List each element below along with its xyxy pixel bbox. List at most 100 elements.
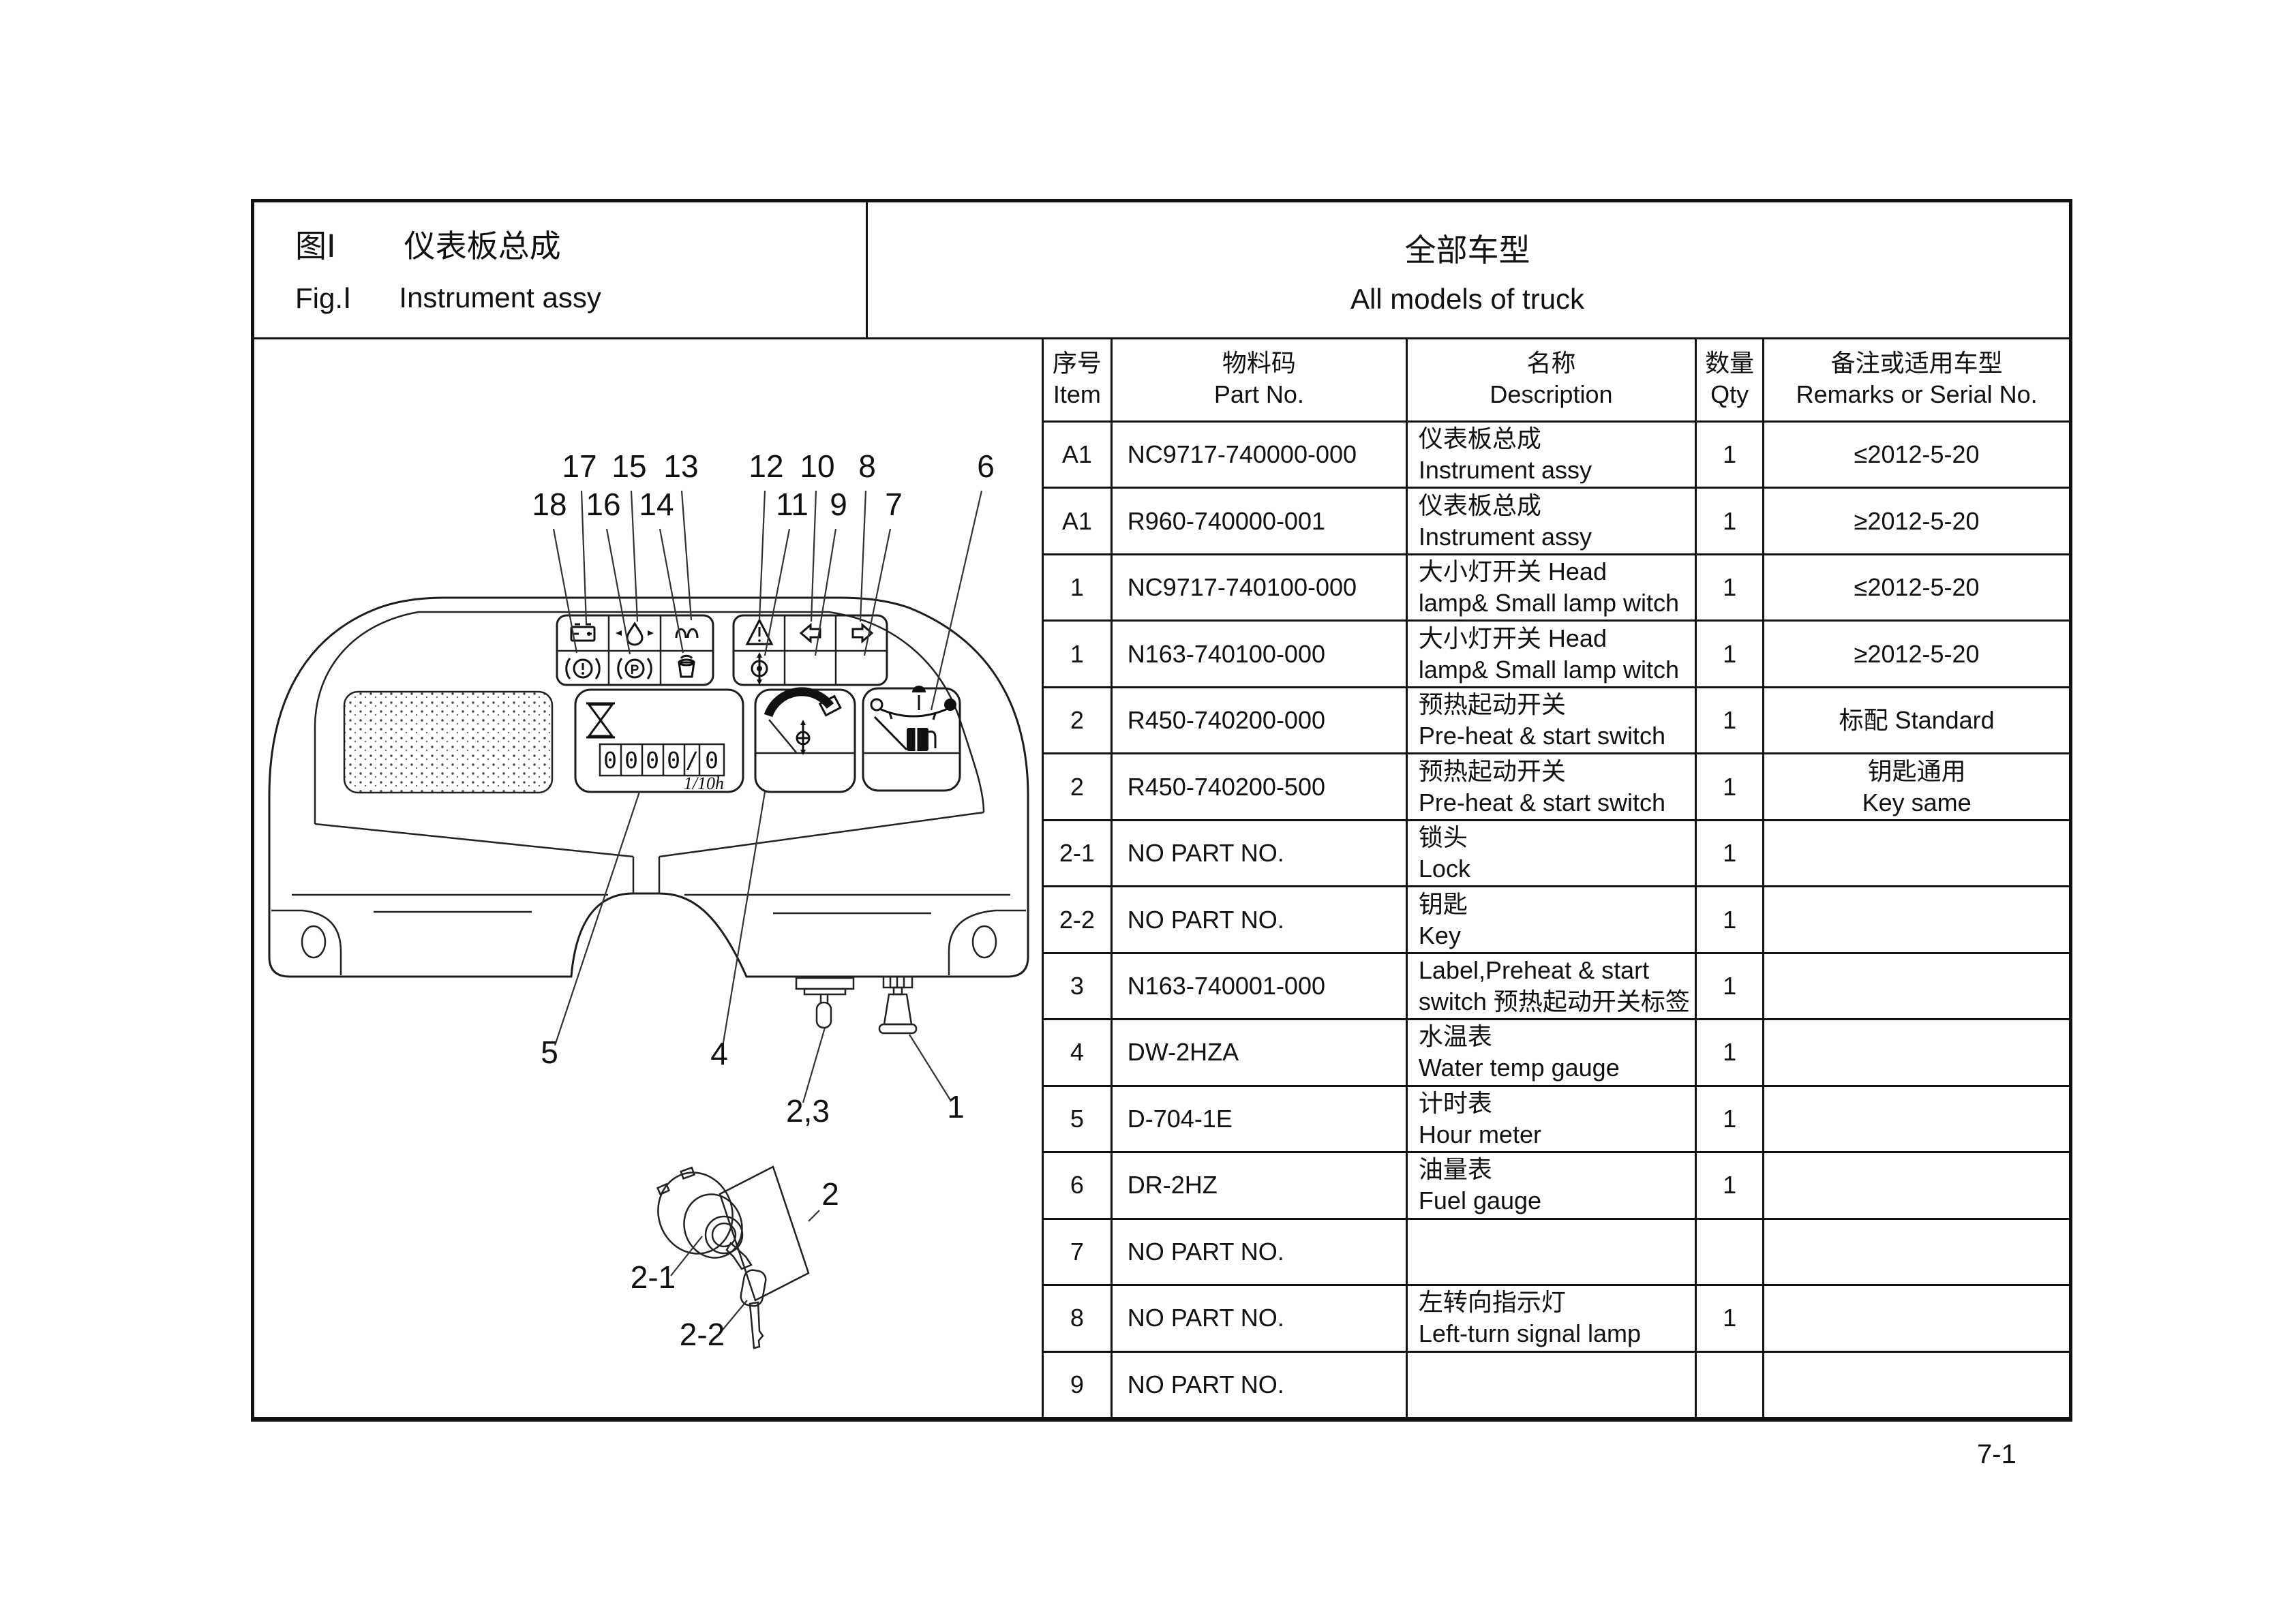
preheat-start-switch	[795, 977, 855, 1029]
lock-detail	[656, 1165, 810, 1349]
lock-cylinder	[656, 1166, 753, 1270]
fig-title-cn: 仪表板总成	[404, 229, 561, 264]
thermometer-icon	[796, 720, 811, 755]
table-cell: 2-1	[1044, 821, 1113, 886]
callout-13: 13	[663, 448, 698, 484]
table-cell: R960-740000-001	[1113, 489, 1408, 553]
leader-line	[859, 490, 867, 622]
leader-line	[909, 1034, 951, 1101]
table-cell: 5	[1044, 1086, 1113, 1152]
model-en: All models of truck	[1350, 283, 1585, 315]
leader-line	[802, 1027, 826, 1103]
callout-16: 16	[586, 487, 620, 522]
table-cell: ≥2012-5-20	[1854, 506, 1980, 535]
fuel-gauge	[862, 686, 961, 792]
head-lamp-switch	[878, 975, 918, 1035]
header-divider	[866, 202, 868, 337]
leader-line	[630, 490, 639, 622]
table-cell: 2-2	[1044, 887, 1113, 952]
fig-label-en: Fig.Ⅰ	[295, 282, 352, 314]
header-separator	[254, 337, 2069, 339]
fig-title-en: Instrument assy	[399, 281, 601, 313]
table-cell	[1764, 1286, 2069, 1350]
callout-9: 9	[830, 487, 847, 522]
table-cell	[1408, 1352, 1697, 1418]
table-cell	[1764, 1153, 2069, 1217]
callout-10: 10	[800, 448, 834, 484]
water-separator-icon	[751, 652, 768, 685]
table-cell: 4	[1044, 1020, 1113, 1085]
callout-17: 17	[562, 448, 596, 484]
callout-4: 4	[710, 1036, 728, 1071]
callout-2-1: 2-1	[631, 1259, 676, 1295]
table-cell: N163-740100-000	[1113, 622, 1408, 686]
callout-2: 2	[821, 1176, 839, 1212]
table-cell	[1764, 1020, 2069, 1084]
table-cell: A1	[1044, 489, 1113, 553]
table-cell	[1697, 1352, 1765, 1418]
leader-line	[719, 1300, 748, 1334]
hour-digit: 0	[624, 747, 638, 774]
table-cell: 1	[1697, 1286, 1765, 1351]
table-cell: ≤2012-5-20	[1854, 440, 1980, 469]
mounting-tabs	[271, 909, 1026, 975]
indicator-group-right	[732, 614, 888, 686]
panel-face-bottom	[292, 811, 1010, 896]
table-cell: 1	[1697, 1086, 1765, 1152]
table-cell: 1	[1697, 622, 1765, 686]
table-cell: 8	[1044, 1286, 1113, 1351]
callout-12: 12	[749, 448, 783, 484]
leader-line	[721, 791, 766, 1047]
callout-11: 11	[776, 487, 809, 522]
table-cell: 1	[1697, 423, 1765, 487]
table-cell: 1	[1697, 953, 1765, 1019]
table-cell	[1764, 1220, 2069, 1284]
table-cell: 1	[1697, 1020, 1765, 1085]
leader-line	[758, 490, 766, 621]
label-plate	[719, 1165, 810, 1302]
leader-line	[930, 490, 983, 711]
leader-line	[670, 1236, 703, 1276]
callout-8: 8	[858, 448, 876, 484]
table-cell: 标配 Standard	[1839, 706, 1995, 735]
table-cell: A1	[1044, 423, 1113, 487]
callout-2,3: 2,3	[786, 1093, 830, 1129]
table-cell: ≥2012-5-20	[1854, 639, 1980, 668]
leader-line	[659, 528, 684, 654]
battery-icon	[570, 623, 596, 642]
page-border: 图Ⅰ 仪表板总成 Fig.Ⅰ Instrument assy 全部车型 All …	[251, 199, 2072, 1422]
table-cell	[1408, 1219, 1697, 1285]
table-cell: 1	[1697, 754, 1765, 819]
water-temp-gauge	[754, 687, 856, 793]
table-cell: 1	[1697, 1153, 1765, 1218]
leader-line	[810, 490, 817, 622]
leader-line	[552, 528, 578, 654]
inserted-key	[725, 1242, 753, 1270]
leader-line	[554, 791, 641, 1046]
